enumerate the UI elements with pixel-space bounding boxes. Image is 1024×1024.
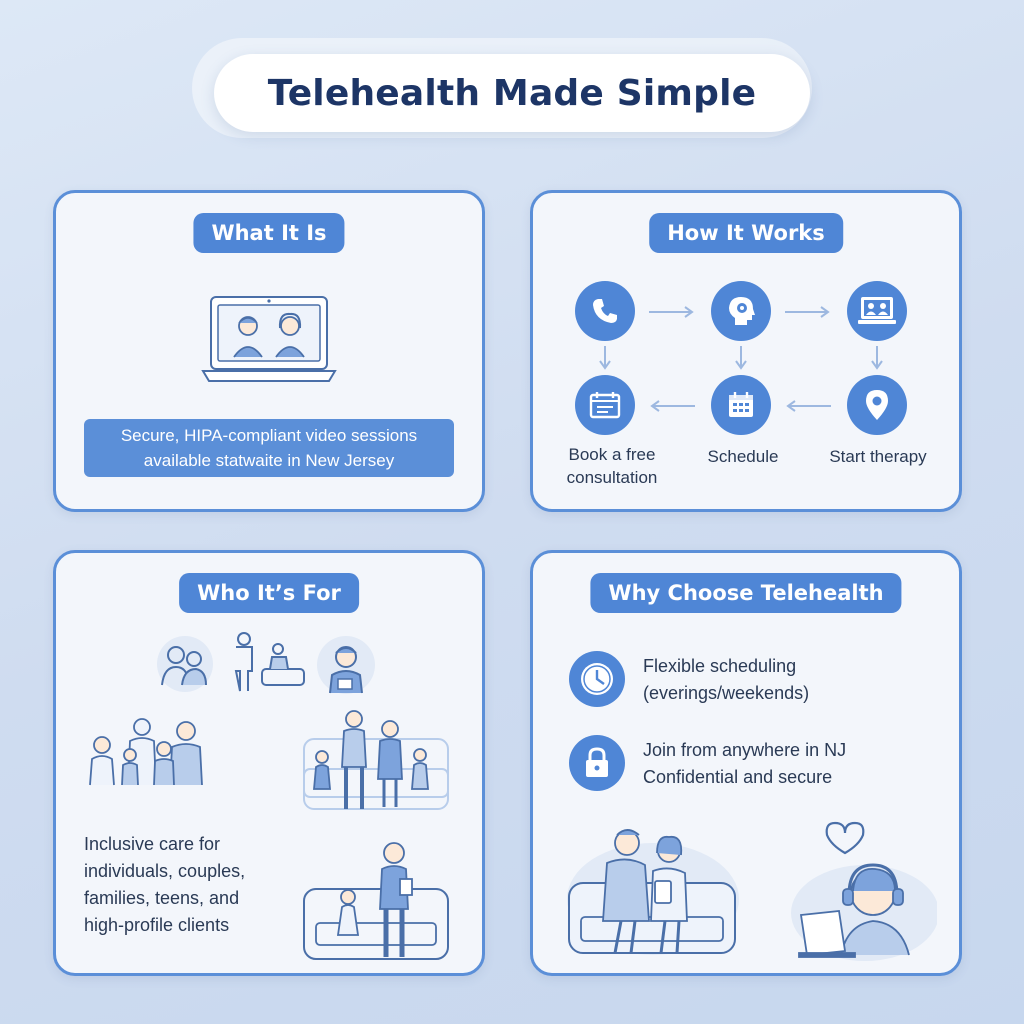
panel-heading-how: How It Works: [649, 213, 843, 253]
heart-icon: [825, 821, 865, 855]
benefit-anywhere-line2: Confidential and secure: [643, 767, 833, 787]
benefit-flexible-line1: Flexible scheduling: [643, 656, 797, 676]
step-label-start-therapy: Start therapy: [829, 447, 927, 466]
family-sofa-icon: [303, 710, 449, 810]
panel-who-its-for: Who It’s For: [53, 550, 485, 976]
headset-laptop-user-icon: [791, 821, 937, 961]
parent-child-sofa-icon: [303, 842, 449, 960]
what-caption: Secure, HIPA-compliant video sessions av…: [84, 419, 454, 477]
what-caption-line2: available statwaite in New Jersey: [143, 451, 395, 470]
title-pill: Telehealth Made Simple: [214, 54, 810, 132]
arrow-right-icon: [785, 306, 830, 318]
what-caption-line1: Secure, HIPA-compliant video sessions: [120, 426, 418, 445]
step-label-book-line2: consultation: [566, 468, 658, 487]
step-label-book-line1: Book a free: [568, 445, 656, 464]
benefit-flexible: Flexible scheduling (everings/weekends): [643, 653, 809, 707]
arrow-down-icon: [599, 346, 611, 370]
step-label-book: Book a free consultation: [547, 443, 677, 489]
calendar-board-icon: [575, 375, 635, 435]
video-call-laptop-icon: [847, 281, 907, 341]
location-pin-icon: [847, 375, 907, 435]
benefit-anywhere: Join from anywhere in NJ Confidential an…: [643, 737, 846, 791]
head-gears-icon: [711, 281, 771, 341]
panel-heading-why: Why Choose Telehealth: [590, 573, 902, 613]
therapy-session-icon: [234, 632, 305, 692]
laptop-video-call-icon: [201, 296, 337, 382]
arrow-right-icon: [649, 306, 694, 318]
teen-icon: [317, 636, 375, 694]
arrow-down-icon: [871, 346, 883, 370]
who-line-2: individuals, couples,: [84, 861, 246, 881]
page-title: Telehealth Made Simple: [267, 72, 757, 114]
panel-what-it-is: What It Is Secure, HIPA-compliant video …: [53, 190, 485, 512]
couple-icon: [157, 636, 213, 692]
phone-icon: [575, 281, 635, 341]
title-banner: Telehealth Made Simple: [192, 38, 820, 138]
panel-why-choose: Why Choose Telehealth Flexible schedulin…: [530, 550, 962, 976]
benefit-flexible-line2: (everings/weekends): [643, 683, 810, 703]
who-line-3: families, teens, and: [84, 888, 240, 908]
family-group-icon: [89, 718, 203, 786]
who-line-1: Inclusive care for: [84, 834, 221, 854]
who-line-4: high-profile clients: [84, 915, 230, 935]
arrow-left-icon: [786, 400, 831, 412]
step-label-schedule: Schedule: [707, 447, 779, 466]
calendar-icon: [711, 375, 771, 435]
clock-icon: [569, 651, 625, 707]
benefit-anywhere-line1: Join from anywhere in NJ: [643, 740, 847, 760]
couple-couch-icon: [567, 829, 739, 955]
panel-heading-what: What It Is: [193, 213, 345, 253]
panel-how-it-works: How It Works: [530, 190, 962, 512]
arrow-down-icon: [735, 346, 747, 370]
panel-heading-who: Who It’s For: [179, 573, 359, 613]
arrow-left-icon: [650, 400, 695, 412]
lock-icon: [569, 735, 625, 791]
who-description: Inclusive care for individuals, couples,…: [84, 831, 245, 939]
